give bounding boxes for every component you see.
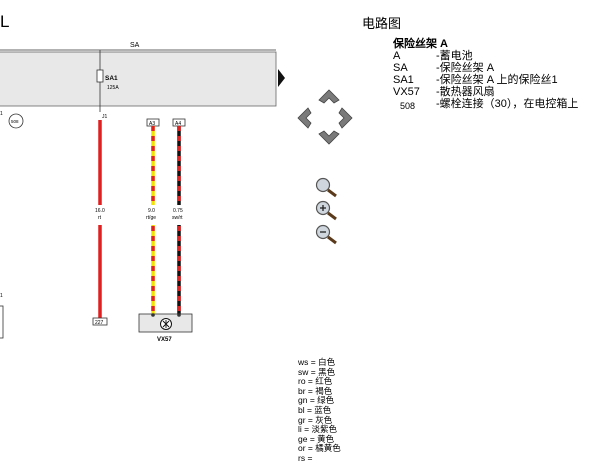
info-key: A bbox=[393, 50, 401, 62]
pin-a-label: A3 bbox=[149, 121, 155, 127]
info-row: SA1 -保险丝架 A 上的保险丝1 bbox=[393, 74, 558, 86]
fan-pin-left bbox=[151, 313, 155, 317]
bus-label: SA bbox=[130, 42, 140, 49]
info-key: SA bbox=[393, 62, 408, 74]
info-key: VX57 bbox=[393, 86, 420, 98]
info-value: -保险丝架 A 上的保险丝1 bbox=[436, 74, 558, 86]
wire-2-size: 9.0 bbox=[148, 208, 155, 214]
left-component-edge bbox=[0, 305, 4, 339]
fuse-box-panel bbox=[0, 51, 277, 107]
wire-1-color: rt bbox=[98, 215, 102, 221]
left-marker-bottom: 1 bbox=[0, 293, 3, 299]
legend-item: ge = 黄色 bbox=[298, 433, 335, 444]
info-row: A -蓄电池 bbox=[393, 50, 473, 62]
corner-letter: L bbox=[0, 12, 9, 31]
pan-controls bbox=[297, 89, 353, 145]
connector-508-label: 508 bbox=[11, 119, 19, 124]
fuse-sa1 bbox=[96, 69, 104, 83]
connector-508 bbox=[8, 113, 24, 129]
wire-2-label-gap bbox=[144, 205, 162, 225]
info-value: -保险丝架 A bbox=[436, 62, 495, 74]
wire-2-color: rt/ge bbox=[146, 215, 156, 221]
zoom-out-icon[interactable] bbox=[314, 223, 342, 245]
info-heading: 保险丝架 A bbox=[393, 38, 448, 50]
wire-3-size: 0.75 bbox=[173, 208, 183, 214]
wire-3-color: sw/rt bbox=[172, 215, 183, 221]
info-row: 508 -螺栓连接（30），在电控箱上 bbox=[393, 98, 578, 111]
ground-terminal-label: 227 bbox=[95, 320, 104, 326]
wire-3-label-gap bbox=[170, 205, 188, 225]
legend-item: gr = 灰色 bbox=[298, 414, 333, 425]
legend-item: li = 淡紫色 bbox=[298, 424, 337, 435]
fuse-label: SA1 bbox=[105, 75, 118, 82]
wire-color-legend: ws = 白色 sw = 黑色 ro = 红色 br = 褐色 gn = 绿色 … bbox=[298, 357, 341, 464]
legend-item: gn = 绿色 bbox=[298, 395, 335, 406]
pan-left-icon[interactable] bbox=[297, 107, 312, 129]
pan-down-icon[interactable] bbox=[318, 130, 340, 145]
ground-terminal bbox=[92, 317, 108, 326]
wire-1-label-gap bbox=[94, 205, 108, 225]
info-key: 508 bbox=[400, 101, 416, 111]
info-value: -散热器风扇 bbox=[436, 86, 495, 98]
expand-panel-arrow-icon[interactable] bbox=[277, 68, 287, 88]
left-marker-top: 1 bbox=[0, 111, 3, 117]
component-label: VX57 bbox=[157, 337, 172, 343]
pan-up-icon[interactable] bbox=[318, 89, 340, 104]
pin-j1-label: J1 bbox=[102, 114, 108, 120]
info-value: -螺栓连接（30），在电控箱上 bbox=[436, 98, 579, 110]
info-key: SA1 bbox=[393, 74, 414, 86]
fuse-rating: 125A bbox=[107, 85, 119, 91]
pin-b-label: A4 bbox=[175, 121, 181, 127]
zoom-fit-icon[interactable] bbox=[314, 176, 342, 198]
component-info: 保险丝架 A A -蓄电池 SA -保险丝架 A SA1 -保险丝架 A 上的保… bbox=[393, 38, 578, 111]
legend-item: rs = bbox=[298, 452, 313, 463]
zoom-in-icon[interactable] bbox=[314, 199, 342, 221]
legend-item: sw = 黑色 bbox=[298, 366, 336, 377]
pan-right-icon[interactable] bbox=[338, 107, 353, 129]
fan-blade-icon bbox=[162, 320, 170, 328]
page-title: 电路图 bbox=[362, 16, 402, 31]
info-row: SA -保险丝架 A bbox=[393, 62, 494, 74]
wire-1-size: 16.0 bbox=[95, 208, 105, 214]
legend-item: ws = 白色 bbox=[298, 357, 336, 367]
legend-item: or = 橘黄色 bbox=[298, 443, 341, 454]
fan-pin-right bbox=[177, 313, 181, 317]
info-value: -蓄电池 bbox=[436, 50, 473, 62]
legend-item: ro = 红色 bbox=[298, 376, 333, 387]
legend-item: br = 褐色 bbox=[298, 385, 333, 396]
wiring-diagram: L SA SA1 125A 1 508 1 J1 16.0 rt 227 A3 … bbox=[0, 12, 277, 343]
legend-item: bl = 蓝色 bbox=[298, 404, 332, 415]
info-row: VX57 -散热器风扇 bbox=[393, 86, 495, 98]
